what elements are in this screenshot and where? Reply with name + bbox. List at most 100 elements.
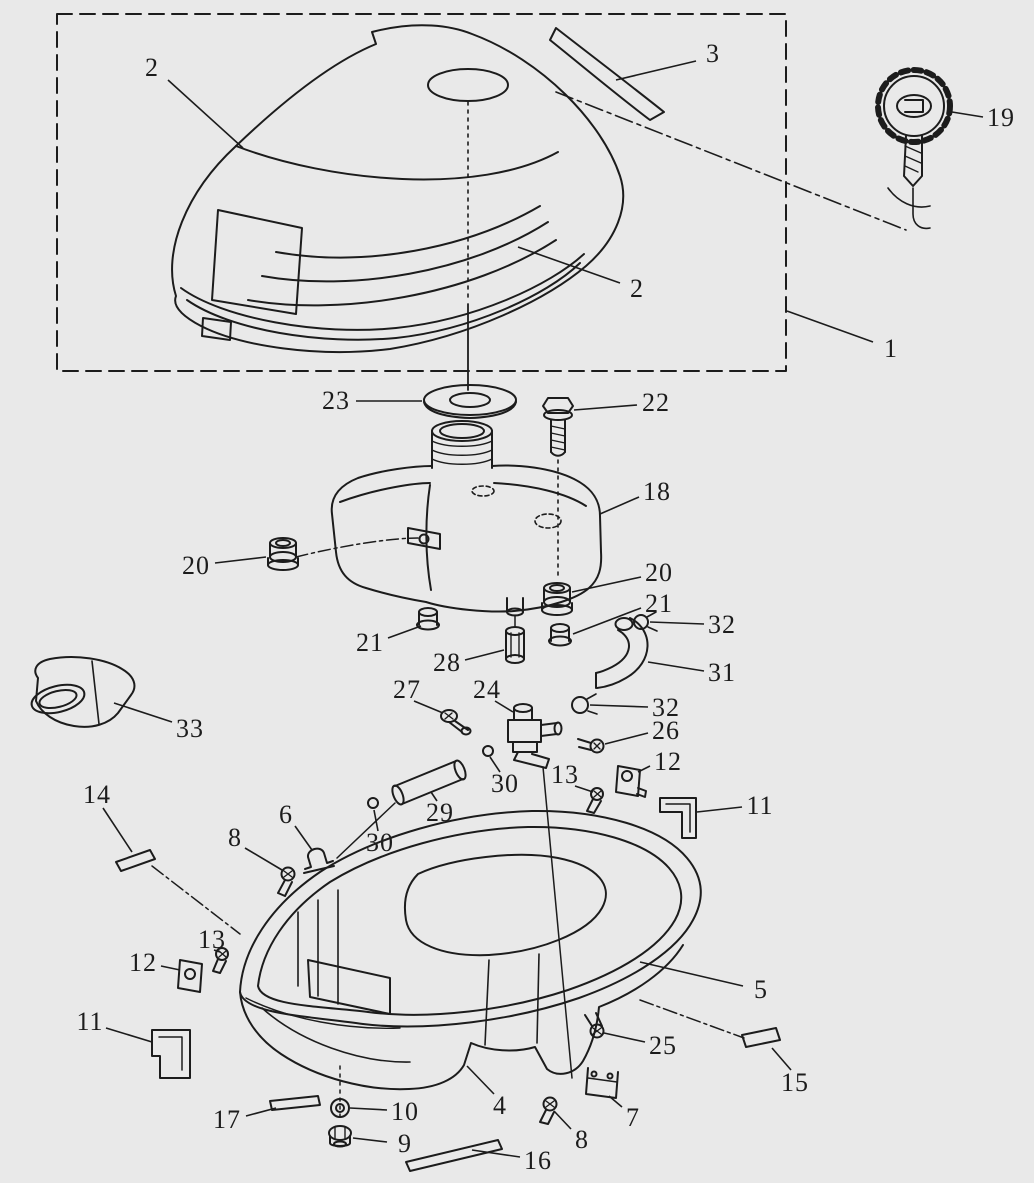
leader-line-6-27 (294, 825, 313, 851)
leader-line-32-17 (589, 704, 649, 708)
clip-11-left-drawing (151, 1029, 191, 1079)
callout-label-7-38: 7 (626, 1103, 640, 1132)
bolt-22-drawing (542, 397, 574, 581)
fuel-cock-drawing (507, 703, 563, 769)
leader-line-18-7 (599, 496, 640, 515)
bushing-21-right-drawing (548, 623, 572, 647)
filler-cap-drawing (555, 67, 953, 231)
callout-label-16-41: 16 (524, 1146, 552, 1175)
callout-label-23-5: 23 (322, 386, 350, 415)
leader-line-33-19 (113, 702, 173, 723)
callout-label-14-24: 14 (83, 780, 111, 809)
bracket-12-left-drawing (177, 959, 203, 993)
leader-line-17-35 (245, 1107, 277, 1117)
callout-label-15-34: 15 (781, 1068, 809, 1097)
dashed-enclosure (56, 13, 787, 372)
leader-line-2-3 (517, 246, 621, 284)
strip-14-drawing (115, 849, 241, 935)
callout-label-21-12: 21 (356, 628, 384, 657)
clamp-7-drawing (585, 1067, 619, 1099)
strip-16-drawing (405, 1139, 503, 1172)
callout-label-1-4: 1 (884, 334, 898, 363)
callout-label-13-29: 13 (198, 925, 226, 954)
ring-30-upper-drawing (482, 745, 494, 757)
leader-line-3-1 (615, 60, 697, 81)
callout-label-29-25: 29 (426, 798, 454, 827)
joint-27-drawing (440, 709, 472, 736)
leader-line-20-8 (214, 556, 267, 564)
leader-line-31-13 (647, 661, 705, 672)
washer-drawing (423, 384, 517, 419)
callout-label-2-0: 2 (145, 53, 159, 82)
bracket-12-right-drawing (615, 765, 647, 798)
leader-line-8-26 (244, 847, 283, 871)
leader-line-29-25 (430, 791, 438, 802)
callout-label-28-14: 28 (433, 648, 461, 677)
callout-label-8-26: 8 (228, 823, 242, 852)
bottom-cowling-drawing (239, 809, 702, 1091)
leader-line-14-24 (102, 807, 133, 853)
leader-line-20-9 (571, 576, 642, 593)
leader-line-9-40 (352, 1137, 388, 1143)
hose-clamp-lower-drawing (571, 693, 598, 715)
leader-line-26-18 (604, 732, 649, 745)
callout-label-25-33: 25 (649, 1031, 677, 1060)
leader-line-12-22 (637, 765, 651, 773)
leader-line-7-38 (608, 1095, 623, 1108)
leader-line-2-0 (167, 79, 244, 149)
leader-line-21-10 (572, 607, 642, 635)
leader-line-1-4 (786, 310, 874, 343)
fuel-tank-drawing (295, 420, 603, 627)
bushing-21-left-drawing (416, 607, 440, 631)
callout-label-8-39: 8 (575, 1125, 589, 1154)
leader-line-16-41 (471, 1149, 521, 1158)
bolt-9-drawing (328, 1125, 352, 1148)
callout-label-31-13: 31 (708, 658, 736, 687)
leader-line-12-30 (160, 965, 181, 971)
callout-label-12-22: 12 (654, 747, 682, 776)
callout-label-4-37: 4 (493, 1091, 507, 1120)
callout-label-6-27: 6 (279, 800, 293, 829)
callout-label-2-3: 2 (630, 274, 644, 303)
leader-line-28-14 (464, 649, 505, 661)
screw-13-left-drawing (212, 947, 229, 974)
leader-line-30-28 (373, 809, 379, 832)
grommet-20-left-drawing (267, 537, 299, 571)
callout-label-24-16: 24 (473, 675, 501, 704)
callout-label-20-9: 20 (645, 558, 673, 587)
callout-label-12-30: 12 (129, 948, 157, 977)
screw-26-drawing (577, 738, 605, 754)
screw-8-right-drawing (539, 1096, 558, 1125)
leader-line-8-39 (553, 1110, 572, 1130)
callout-label-13-21: 13 (551, 760, 579, 789)
callout-label-11-32: 11 (76, 1007, 104, 1036)
callout-label-30-20: 30 (491, 769, 519, 798)
leader-line-4-37 (466, 1065, 495, 1095)
leader-line-10-36 (349, 1107, 388, 1111)
callout-label-27-15: 27 (393, 675, 421, 704)
callout-label-17-35: 17 (213, 1105, 241, 1134)
strip-15-drawing (639, 999, 781, 1048)
leader-line-21-12 (387, 625, 422, 639)
screw-8-left-drawing (277, 866, 296, 897)
grommet-20-right-drawing (541, 582, 573, 616)
leader-line-11-32 (105, 1027, 153, 1043)
leader-line-24-16 (494, 700, 514, 713)
leader-line-15-34 (771, 1047, 792, 1071)
hose-elbow-drawing (595, 617, 649, 689)
callout-label-9-40: 9 (398, 1129, 412, 1158)
callout-label-33-19: 33 (176, 714, 204, 743)
top-cowling-drawing (171, 24, 625, 391)
clamp-6-drawing (303, 847, 335, 874)
leader-line-30-20 (489, 756, 501, 773)
callout-label-10-36: 10 (391, 1097, 419, 1126)
callout-label-11-23: 11 (746, 791, 774, 820)
spacer-28-drawing (505, 626, 525, 664)
cock-routing-line (542, 766, 573, 1079)
callout-label-30-28: 30 (366, 828, 394, 857)
ring-30-lower-drawing (367, 797, 379, 809)
callout-label-22-6: 22 (642, 388, 670, 417)
air-duct-drawing (30, 656, 136, 728)
